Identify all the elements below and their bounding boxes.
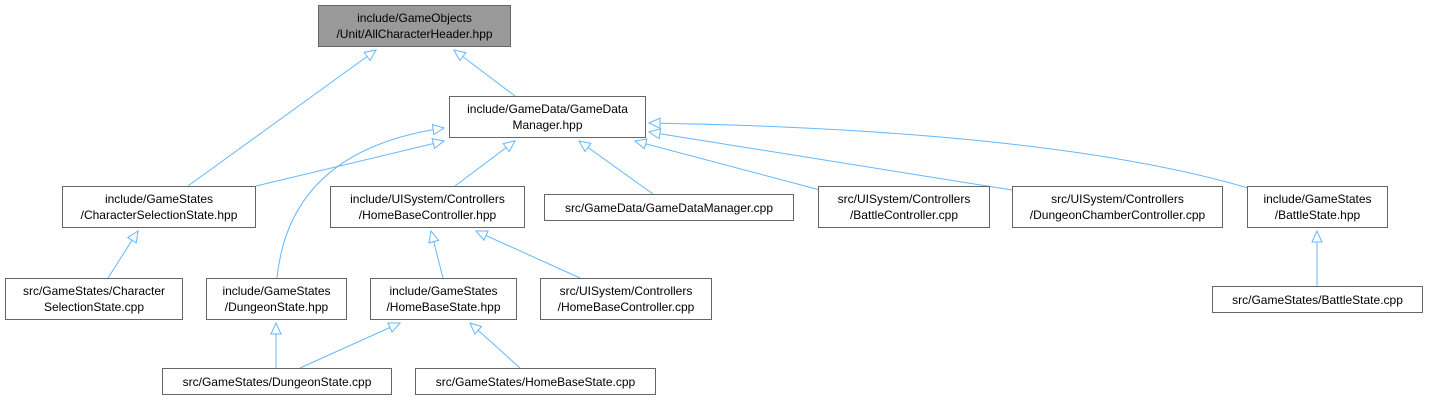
- node-label-line: src/UISystem/Controllers: [1051, 192, 1184, 206]
- node-label-line: /BattleState.hpp: [1274, 208, 1361, 222]
- edge-arrowhead: [469, 322, 483, 335]
- edge-line: [299, 322, 401, 369]
- edge-arrowhead: [647, 117, 661, 129]
- edge-arrowhead: [431, 138, 446, 150]
- edge-arrowhead: [431, 123, 446, 136]
- node-label-line: /Unit/AllCharacterHeader.hpp: [336, 27, 493, 41]
- edge-arrowhead: [453, 49, 467, 62]
- edge-hbs_cpp-to-hbs_hpp: [469, 322, 521, 369]
- edge-arrowhead: [578, 140, 592, 153]
- edge-css_hpp-to-root: [187, 49, 377, 187]
- edge-line: [648, 131, 1013, 191]
- node-dungeonstate-cpp[interactable]: src/GameStates/DungeonState.cpp: [162, 368, 392, 395]
- node-label-line: include/GameStates: [104, 192, 214, 206]
- node-label-line: include/UISystem/Controllers: [350, 192, 505, 206]
- node-battlestate-hpp[interactable]: include/GameStates /BattleState.hpp: [1247, 186, 1388, 228]
- node-dungeonstate-hpp[interactable]: include/GameStates /DungeonState.hpp: [206, 278, 347, 320]
- node-label-line: include/GameObjects: [357, 11, 472, 25]
- node-characterselectionstate-cpp[interactable]: src/GameStates/Character SelectionState.…: [5, 278, 183, 320]
- node-label-line: src/GameStates/BattleState.cpp: [1232, 292, 1403, 307]
- node-label-line: src/GameData/GameDataManager.cpp: [564, 200, 774, 215]
- edge-line: [578, 140, 654, 195]
- node-battlestate-cpp[interactable]: src/GameStates/BattleState.cpp: [1212, 286, 1423, 313]
- node-battlecontroller-cpp[interactable]: src/UISystem/Controllers /BattleControll…: [818, 186, 990, 228]
- edge-line: [255, 140, 445, 187]
- edge-bs_cpp-to-bs_hpp: [1311, 229, 1323, 286]
- edge-arrowhead: [633, 138, 648, 150]
- edge-hbc_cpp-to-hbc_hpp: [474, 230, 581, 279]
- edge-bc_cpp-to-gdm_hpp: [633, 138, 821, 191]
- edge-line: [453, 49, 516, 97]
- edge-ds_hpp-to-gdm_hpp: [276, 123, 446, 279]
- edge-gdm_cpp-to-gdm_hpp: [578, 140, 654, 195]
- node-homebasecontroller-hpp[interactable]: include/UISystem/Controllers /HomeBaseCo…: [330, 186, 525, 228]
- edge-css_cpp-to-css_hpp: [107, 229, 139, 279]
- edge-ds_cpp-to-ds_hpp: [270, 321, 282, 368]
- node-label-line: SelectionState.cpp: [43, 300, 145, 314]
- edge-ds_cpp-to-hbs_hpp: [299, 322, 402, 369]
- node-homebasecontroller-cpp[interactable]: src/UISystem/Controllers /HomeBaseContro…: [540, 278, 712, 320]
- node-label-line: include/GameStates: [389, 284, 498, 298]
- edge-arrowhead: [270, 321, 282, 335]
- edge-line: [634, 140, 821, 191]
- edge-line: [276, 127, 445, 279]
- node-label-line: Manager.hpp: [512, 118, 583, 132]
- edge-arrowhead: [647, 128, 662, 140]
- edge-line: [454, 140, 516, 187]
- node-allcharacterheader-hpp: include/GameObjects /Unit/AllCharacterHe…: [318, 5, 511, 47]
- node-label-line: /HomeBaseController.cpp: [557, 300, 695, 314]
- node-homebasestate-hpp[interactable]: include/GameStates /HomeBaseState.hpp: [370, 278, 517, 320]
- edge-dcc_cpp-to-gdm_hpp: [647, 128, 1013, 191]
- edge-line: [648, 122, 1249, 189]
- node-label-line: src/GameStates/DungeonState.cpp: [182, 374, 372, 389]
- edge-hbc_hpp-to-gdm_hpp: [454, 140, 516, 187]
- edge-arrowhead: [126, 229, 139, 244]
- edge-arrowhead: [1311, 229, 1323, 243]
- edge-hbs_hpp-to-hbc_hpp: [428, 229, 444, 279]
- node-dungeonchambercontroller-cpp[interactable]: src/UISystem/Controllers /DungeonChamber…: [1012, 186, 1223, 228]
- node-label-line: /CharacterSelectionState.hpp: [80, 208, 238, 222]
- node-label-line: src/UISystem/Controllers: [837, 192, 971, 206]
- node-label-line: src/GameStates/HomeBaseState.cpp: [435, 374, 636, 389]
- node-label-line: include/GameData/GameData: [467, 102, 628, 116]
- node-gamedatamanager-hpp[interactable]: include/GameData/GameData Manager.hpp: [449, 96, 646, 138]
- edge-bs_hpp-to-gdm_hpp: [647, 117, 1249, 189]
- node-label-line: /HomeBaseState.hpp: [386, 300, 501, 314]
- edge-arrowhead: [502, 140, 516, 153]
- node-label-line: /DungeonState.hpp: [224, 300, 329, 314]
- node-label-line: /BattleController.cpp: [849, 208, 959, 222]
- node-label-line: include/GameStates: [222, 284, 331, 298]
- node-characterselectionstate-hpp[interactable]: include/GameStates /CharacterSelectionSt…: [62, 186, 256, 228]
- node-label-line: include/GameStates: [1263, 192, 1372, 206]
- edge-arrowhead: [363, 49, 377, 62]
- node-homebasestate-cpp[interactable]: src/GameStates/HomeBaseState.cpp: [415, 368, 656, 395]
- edge-arrowhead: [387, 322, 402, 333]
- edge-line: [475, 230, 581, 279]
- node-label-line: /DungeonChamberController.cpp: [1029, 208, 1206, 222]
- edge-gdm_hpp-to-root: [453, 49, 516, 97]
- node-label-line: /HomeBaseController.hpp: [358, 208, 497, 222]
- node-gamedatamanager-cpp[interactable]: src/GameData/GameDataManager.cpp: [544, 194, 794, 221]
- node-label-line: src/GameStates/Character: [22, 284, 166, 298]
- node-label-line: src/UISystem/Controllers: [559, 284, 693, 298]
- edge-css_hpp-to-gdm_hpp: [255, 138, 446, 187]
- edge-line: [187, 49, 377, 187]
- edge-arrowhead: [474, 230, 489, 241]
- edge-arrowhead: [428, 229, 440, 244]
